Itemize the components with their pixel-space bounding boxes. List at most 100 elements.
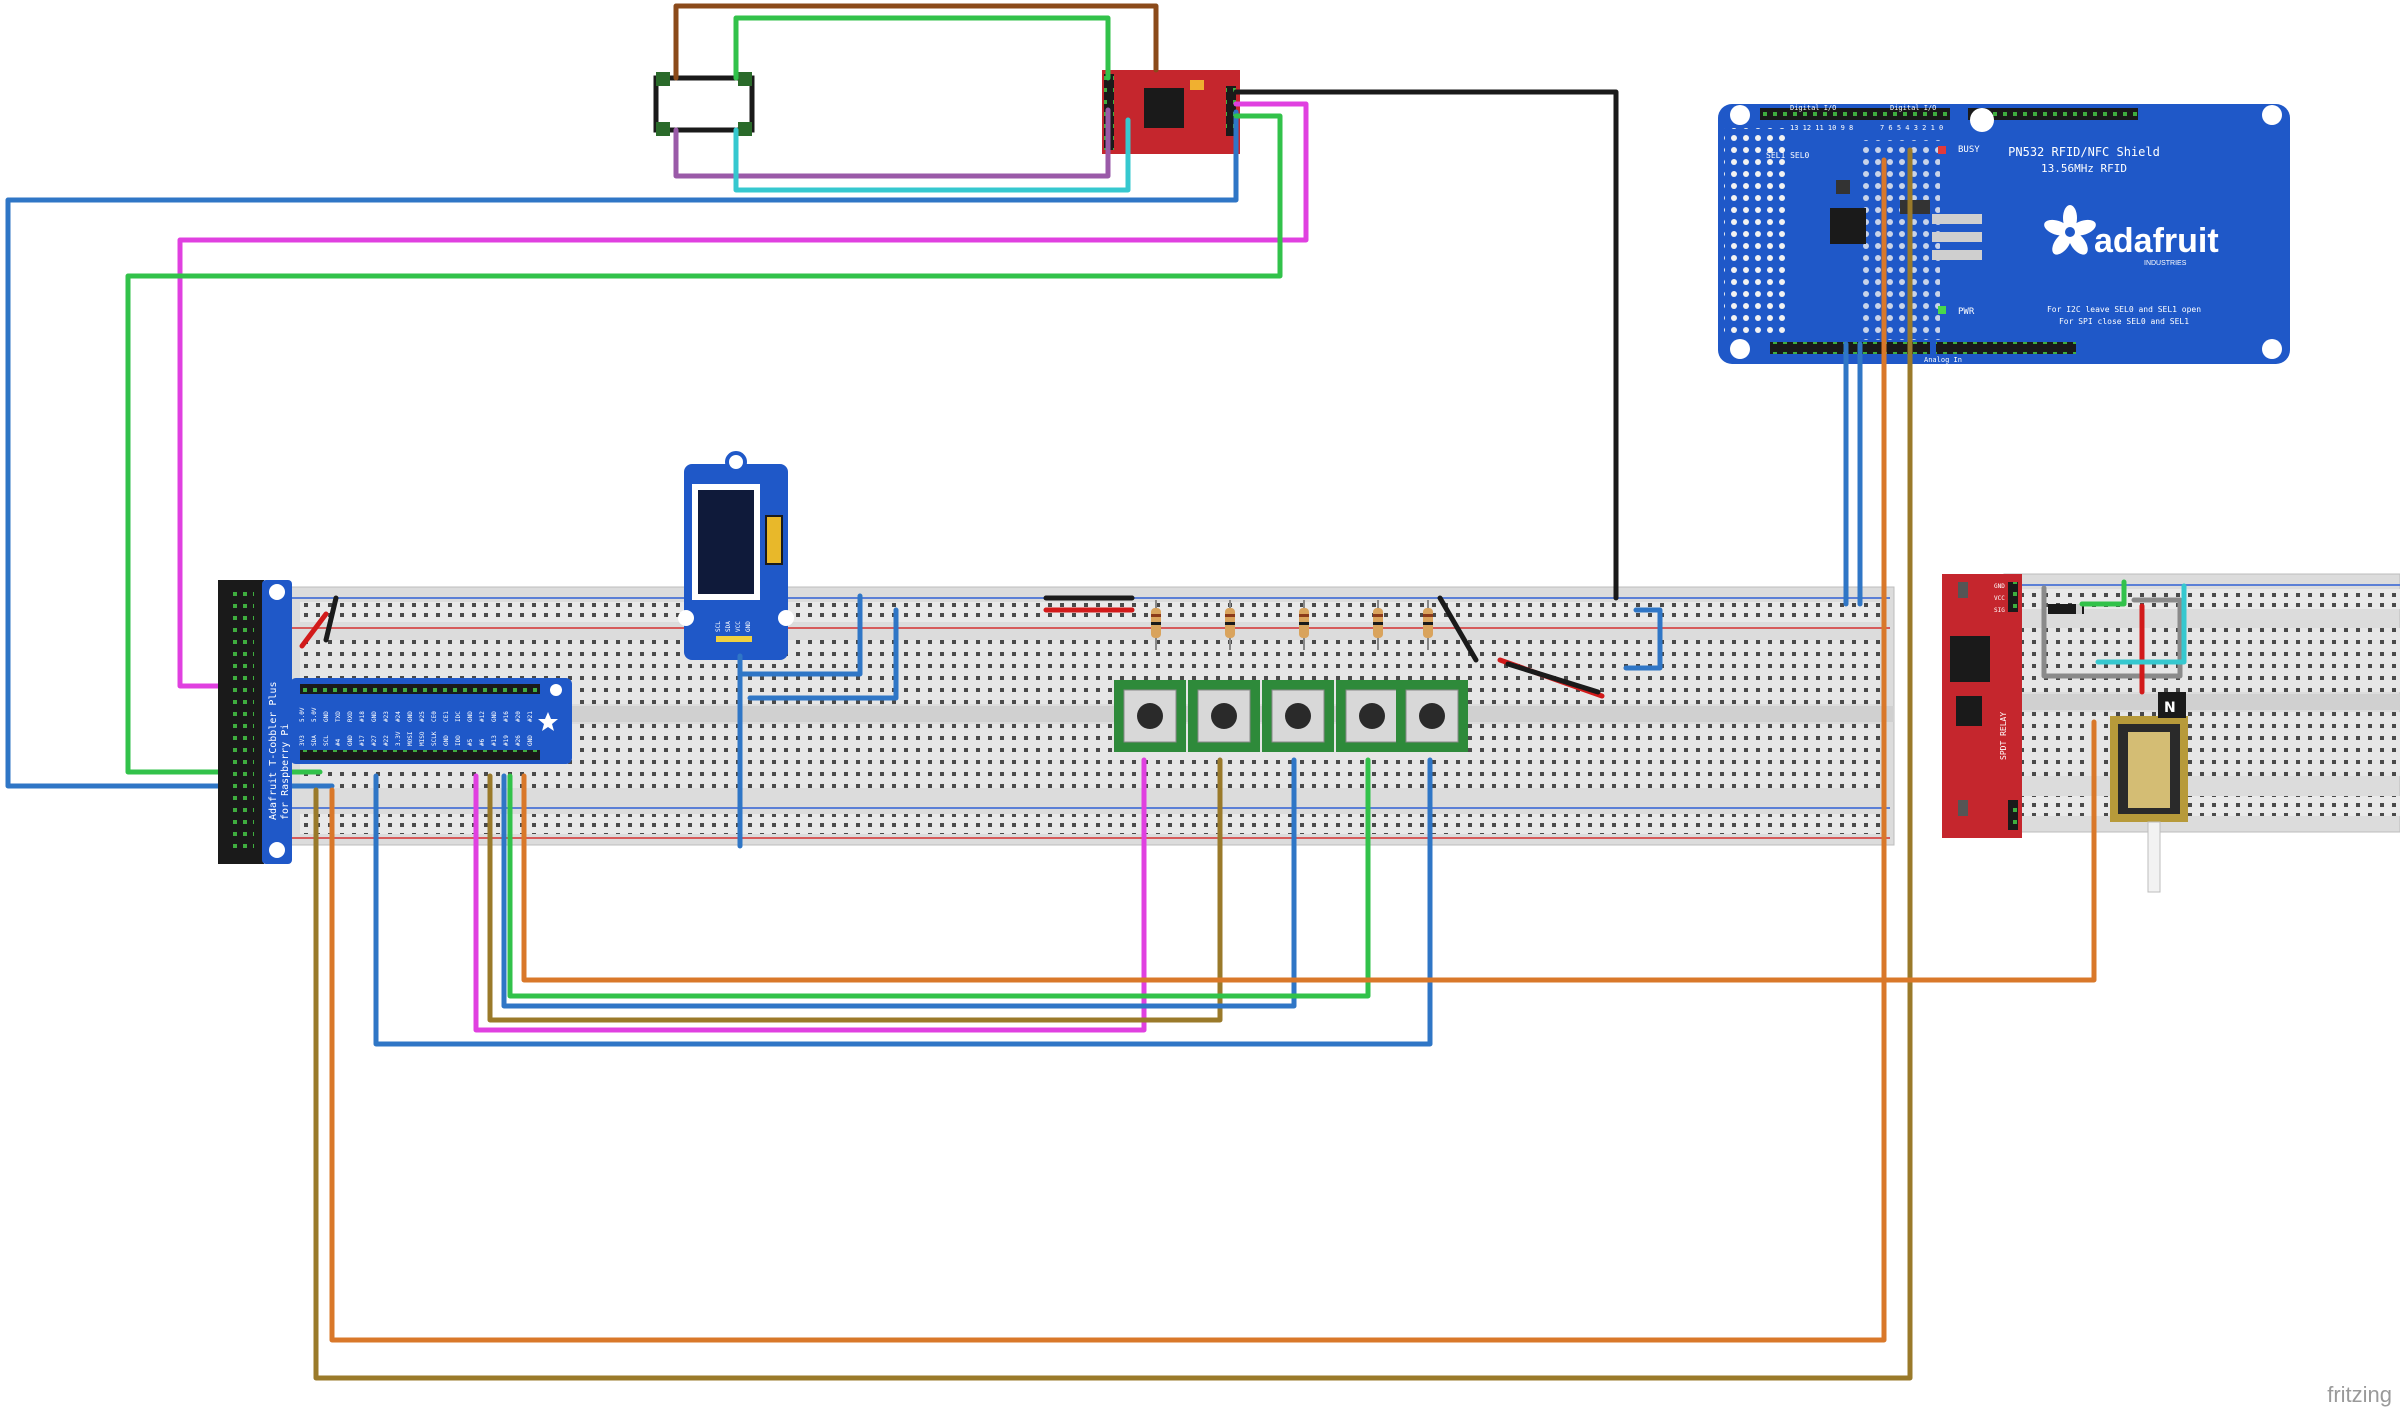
- push-button: [1396, 680, 1468, 752]
- relay-pin-sig: SIG: [1994, 607, 2005, 614]
- wire-black-hx711: [1233, 89, 1619, 601]
- wire-green-hx711: [125, 113, 1283, 775]
- cobbler-pin-label: #20: [515, 711, 522, 722]
- wire-orange-long: [329, 157, 1887, 1343]
- cobbler-pin-label: RXD: [347, 711, 354, 722]
- cobbler-pin-label: #25: [419, 711, 426, 722]
- cobbler-pin-label: #24: [395, 711, 402, 722]
- relay-module: SPDT RELAY GND VCC SIG: [1942, 574, 2022, 838]
- cobbler-pin-label: #12: [479, 711, 486, 722]
- wire-brown: [673, 3, 1159, 81]
- cobbler-pin-label: #6: [479, 738, 486, 746]
- cobbler-pin-label: 3V3: [299, 735, 306, 746]
- cobbler-pin-label: MISO: [419, 731, 426, 746]
- relay-pin-vcc: VCC: [1994, 595, 2005, 602]
- hx711-amplifier: [1102, 70, 1240, 154]
- wire-cyan: [733, 117, 1131, 193]
- wire-blue-btn: [501, 757, 1297, 1009]
- cobbler-pin-label: #18: [359, 711, 366, 722]
- cobbler-pin-label: IDC: [455, 711, 462, 722]
- right-breadboard: [2003, 573, 2400, 833]
- pin-digits-right: 7 6 5 4 3 2 1 0: [1880, 124, 1943, 132]
- sel-label: SEL1 SEL0: [1766, 151, 1810, 160]
- cobbler-pin-label: GND: [323, 711, 330, 722]
- wire-blue-hx711: [5, 109, 1239, 789]
- busy-label: BUSY: [1958, 145, 1980, 155]
- adafruit-star-icon: [538, 712, 558, 731]
- cobbler-pin-label: 5.0V: [311, 707, 318, 722]
- shield-note-1: For I2C leave SEL0 and SEL1 open: [2047, 305, 2201, 314]
- jumper-black-3: [1437, 595, 1479, 663]
- oled-pin-sda: SDA: [725, 621, 732, 632]
- wire-purple: [673, 107, 1111, 179]
- wire-cyan-relay: [2095, 583, 2187, 665]
- cobbler-label-1: Adafruit T-Cobbler Plus: [268, 682, 279, 820]
- wire-blue-btn-5: [373, 757, 1433, 1047]
- resistor: [1423, 600, 1433, 650]
- cobbler-pin-label: #21: [527, 711, 534, 722]
- header-bottom-label: Analog In: [1924, 356, 1962, 364]
- cobbler-pin-label: MOSI: [407, 731, 414, 746]
- pin-digits-left: 13 12 11 10 9 8: [1790, 124, 1853, 132]
- cobbler-pin-label: TXD: [335, 711, 342, 722]
- cobbler-pin-label: CE0: [431, 711, 438, 722]
- push-buttons: [1114, 680, 1468, 752]
- cobbler-pin-label: SDA: [311, 735, 318, 746]
- cobbler-pin-label: 3.3V: [395, 731, 402, 746]
- cobbler-pin-label: GND: [443, 735, 450, 746]
- watermark: fritzing: [2327, 1382, 2392, 1407]
- cobbler-pin-label: #19: [503, 735, 510, 746]
- rfid-nfc-shield: BUSY PWR SEL1 SEL0 Digital I/O Digital I…: [1718, 104, 2290, 364]
- cobbler-pin-label: #23: [383, 711, 390, 722]
- push-button: [1188, 680, 1260, 752]
- solenoid: [2110, 716, 2188, 893]
- relay-pin-gnd: GND: [1994, 583, 2005, 590]
- cobbler-pin-label: GND: [371, 711, 378, 722]
- t-cobbler-plus: Adafruit T-Cobbler Plus for Raspberry Pi…: [218, 580, 572, 864]
- cobbler-pin-label: #22: [383, 735, 390, 746]
- cobbler-label-2: for Raspberry Pi: [280, 724, 291, 820]
- wires: [5, 3, 2187, 1381]
- push-button: [1262, 680, 1334, 752]
- shield-title: PN532 RFID/NFC Shield: [2008, 145, 2160, 159]
- resistor: [1373, 600, 1383, 650]
- wire-orange-relay: [521, 719, 2097, 983]
- cobbler-pin-label: GND: [407, 711, 414, 722]
- brand-logo-text: adafruit: [2094, 222, 2219, 260]
- cobbler-pin-label: GND: [467, 711, 474, 722]
- relay-label: SPDT RELAY: [1999, 712, 2008, 760]
- wire-blue-oled-2: [737, 593, 863, 677]
- cobbler-pin-label: CE1: [443, 711, 450, 722]
- cobbler-pin-label: #16: [503, 711, 510, 722]
- cobbler-pin-label: GND: [527, 735, 534, 746]
- cobbler-pin-label: SCLK: [431, 731, 438, 746]
- push-button: [1114, 680, 1186, 752]
- header-left-label: Digital I/O: [1790, 104, 1836, 112]
- wire-green: [733, 15, 1111, 81]
- jumper-red-1: [299, 611, 329, 649]
- header-right-label: Digital I/O: [1890, 104, 1936, 112]
- cobbler-pin-label: #26: [515, 735, 522, 746]
- oled-pin-gnd: GND: [745, 621, 752, 632]
- wire-magenta-hx711: [177, 101, 1309, 689]
- resistor: [1299, 600, 1309, 650]
- cobbler-pin-label: #4: [335, 738, 342, 746]
- resistors: [1151, 600, 1433, 650]
- jumper-black-4: [1505, 661, 1601, 695]
- shield-note-2: For SPI close SEL0 and SEL1: [2059, 317, 2189, 326]
- wire-magenta-btn: [473, 757, 1147, 1033]
- cobbler-pin-label: SCL: [323, 735, 330, 746]
- resistor: [1151, 600, 1161, 650]
- cobbler-pin-label: 5.0V: [299, 707, 306, 722]
- cobbler-top-pin-labels: 5.0V 5.0V GND TXD RXD #18 GND #23 #24 GND #25 CE0 CE…: [299, 707, 534, 722]
- wire-blue-oled-3: [747, 607, 899, 701]
- cobbler-pin-label: GND: [347, 735, 354, 746]
- load-cell: [653, 72, 755, 136]
- cobbler-pin-label: #5: [467, 738, 474, 746]
- transistor: N: [2158, 692, 2186, 718]
- shield-subtitle: 13.56MHz RFID: [2041, 162, 2127, 175]
- cobbler-pin-label: GND: [491, 711, 498, 722]
- pwr-label: PWR: [1958, 307, 1975, 317]
